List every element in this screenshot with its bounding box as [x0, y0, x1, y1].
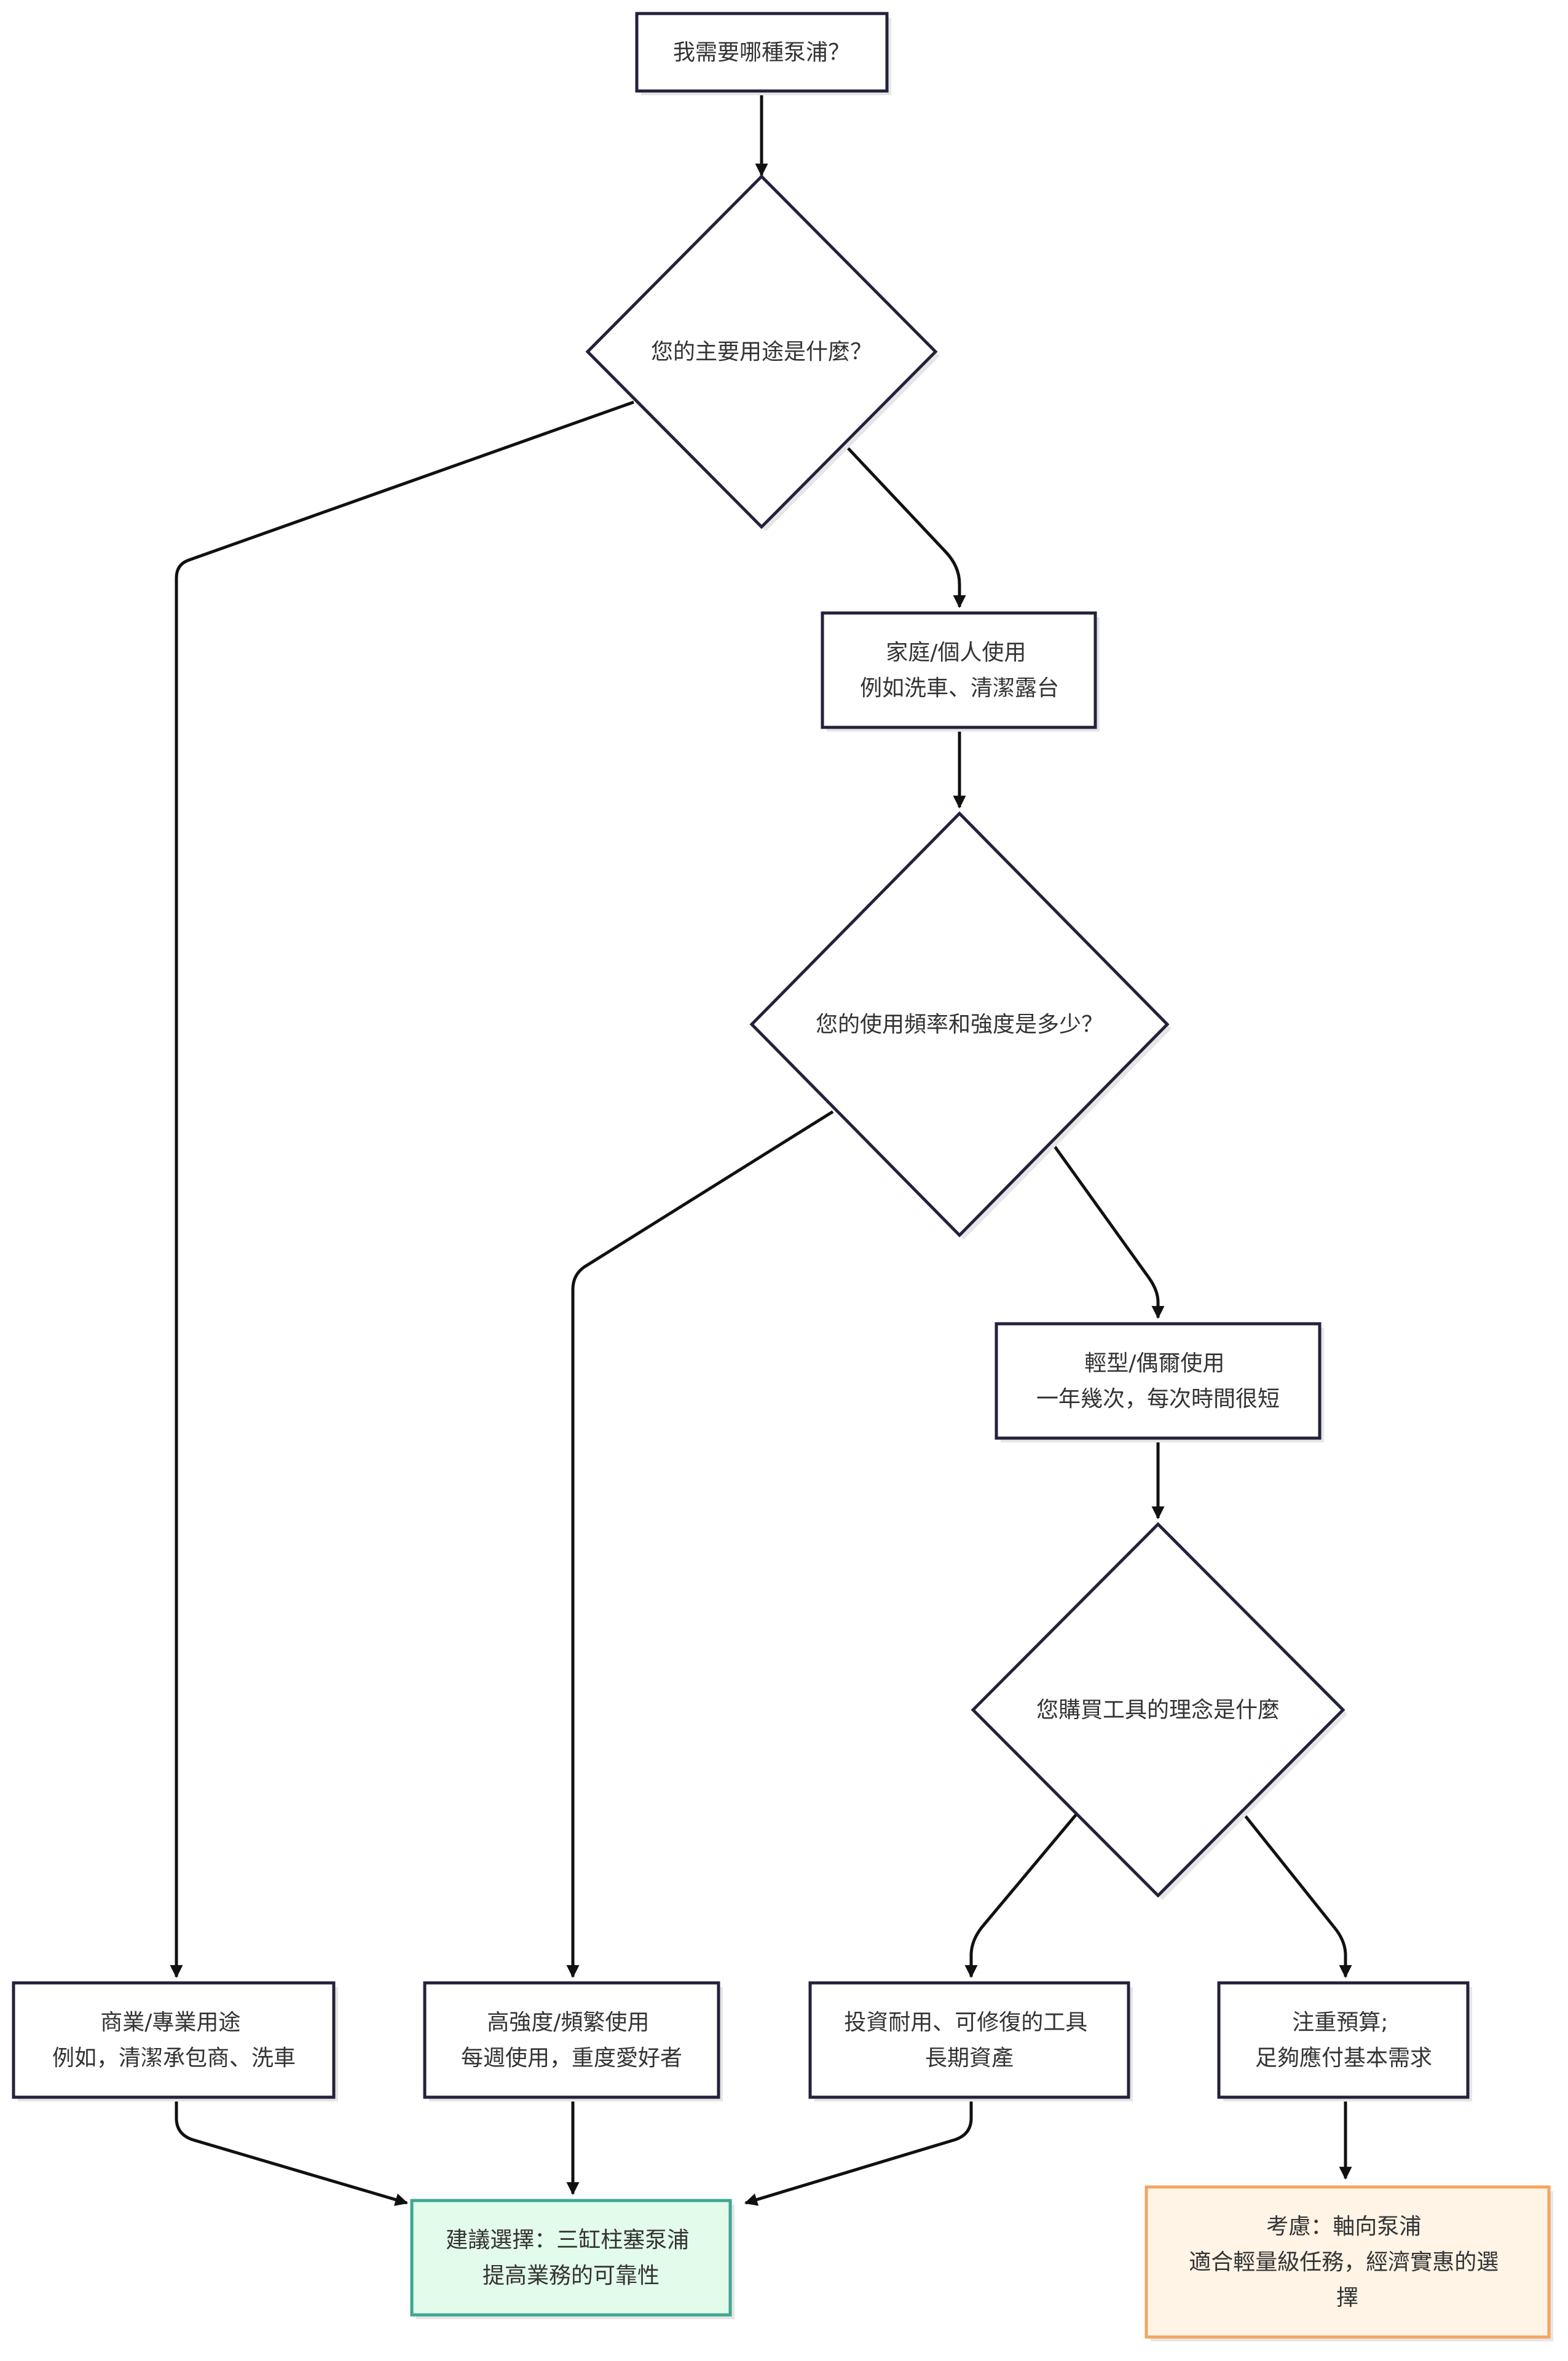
- node-budget-text: 注重預算; 足夠應付基本需求: [1255, 2010, 1432, 2071]
- node-invest-line-2: 長期資產: [925, 2046, 1014, 2071]
- node-commercial-line-2: 例如，清潔承包商、洗車: [52, 2046, 296, 2071]
- node-commercial-line-1: 商業/專業用途: [100, 2010, 240, 2035]
- decision-usage-line-1: 您的主要用途是什麼？: [651, 339, 872, 365]
- recommendation-triplex-text: 建議選擇：三缸柱塞泵浦 提高業務的可靠性: [446, 2228, 696, 2288]
- node-light-line-1: 輕型/偶爾使用: [1084, 1351, 1224, 1376]
- node-heavy: 高強度/頻繁使用 每週使用，重度愛好者: [423, 1981, 723, 2102]
- node-home: 家庭/個人使用 例如洗車、清潔露台: [821, 611, 1100, 732]
- node-invest-text: 投資耐用、可修復的工具 長期資產: [844, 2010, 1094, 2071]
- node-invest-line-1: 投資耐用、可修復的工具: [844, 2010, 1087, 2035]
- node-start: 我需要哪種泵浦？: [635, 12, 891, 95]
- node-home-line-1: 家庭/個人使用: [886, 640, 1026, 665]
- edge-commercial-to-triplex: [175, 2098, 409, 2206]
- recommendation-axial-line-2: 適合輕量級任務，經濟實惠的選: [1189, 2250, 1499, 2275]
- edge-philosophy-to-budget: [1243, 1813, 1352, 1979]
- node-invest: 投資耐用、可修復的工具 長期資產: [808, 1981, 1133, 2102]
- node-light: 輕型/偶爾使用 一年幾次，每次時間很短: [995, 1322, 1324, 1442]
- recommendation-triplex: 建議選擇：三缸柱塞泵浦 提高業務的可靠性: [410, 2199, 735, 2319]
- node-heavy-line-1: 高強度/頻繁使用: [487, 2010, 649, 2035]
- edge-usage-to-commercial: [170, 400, 634, 1979]
- decision-frequency-line-1: 您的使用頻率和強度是多少？: [816, 1012, 1103, 1037]
- edge-frequency-to-light: [1052, 1144, 1165, 1319]
- node-home-text: 家庭/個人使用 例如洗車、清潔露台: [860, 640, 1059, 701]
- decision-philosophy-text: 您購買工具的理念是什麼: [1036, 1698, 1280, 1723]
- node-budget-line-2: 足夠應付基本需求: [1255, 2046, 1432, 2071]
- node-start-text: 我需要哪種泵浦？: [673, 40, 850, 65]
- node-commercial: 商業/專業用途 例如，清潔承包商、洗車: [12, 1981, 338, 2102]
- edges: [170, 95, 1352, 2206]
- recommendation-axial-text: 考慮：軸向泵浦 適合輕量級任務，經濟實惠的選 擇: [1189, 2214, 1505, 2311]
- node-budget-line-1: 注重預算;: [1292, 2010, 1388, 2035]
- decision-philosophy: 您購買工具的理念是什麼: [971, 1522, 1347, 1900]
- decision-frequency: 您的使用頻率和強度是多少？: [749, 811, 1172, 1240]
- edge-invest-to-triplex: [744, 2098, 973, 2206]
- recommendation-axial-line-3: 擇: [1336, 2285, 1358, 2311]
- node-heavy-text: 高強度/頻繁使用 每週使用，重度愛好者: [461, 2010, 682, 2071]
- node-light-line-2: 一年幾次，每次時間很短: [1036, 1386, 1280, 1412]
- edge-frequency-to-heavy: [566, 1110, 834, 1979]
- edge-usage-to-home: [844, 444, 966, 609]
- recommendation-axial-title: 考慮：軸向泵浦: [1266, 2214, 1421, 2239]
- node-commercial-text: 商業/專業用途 例如，清潔承包商、洗車: [52, 2010, 296, 2071]
- decision-usage: 您的主要用途是什麼？: [585, 174, 940, 531]
- node-light-text: 輕型/偶爾使用 一年幾次，每次時間很短: [1036, 1351, 1280, 1412]
- node-budget: 注重預算; 足夠應付基本需求: [1217, 1981, 1472, 2102]
- node-home-line-2: 例如洗車、清潔露台: [860, 676, 1059, 701]
- decision-philosophy-line-1: 您購買工具的理念是什麼: [1036, 1698, 1280, 1723]
- recommendation-triplex-subtitle: 提高業務的可靠性: [483, 2263, 660, 2288]
- edge-philosophy-to-invest: [964, 1813, 1078, 1979]
- decision-usage-text: 您的主要用途是什麼？: [651, 339, 872, 365]
- recommendation-axial: 考慮：軸向泵浦 適合輕量級任務，經濟實惠的選 擇: [1144, 2185, 1553, 2341]
- decision-frequency-text: 您的使用頻率和強度是多少？: [816, 1012, 1103, 1037]
- node-start-line-1: 我需要哪種泵浦？: [673, 40, 850, 65]
- recommendation-triplex-title: 建議選擇：三缸柱塞泵浦: [446, 2228, 689, 2253]
- node-heavy-line-2: 每週使用，重度愛好者: [461, 2046, 682, 2071]
